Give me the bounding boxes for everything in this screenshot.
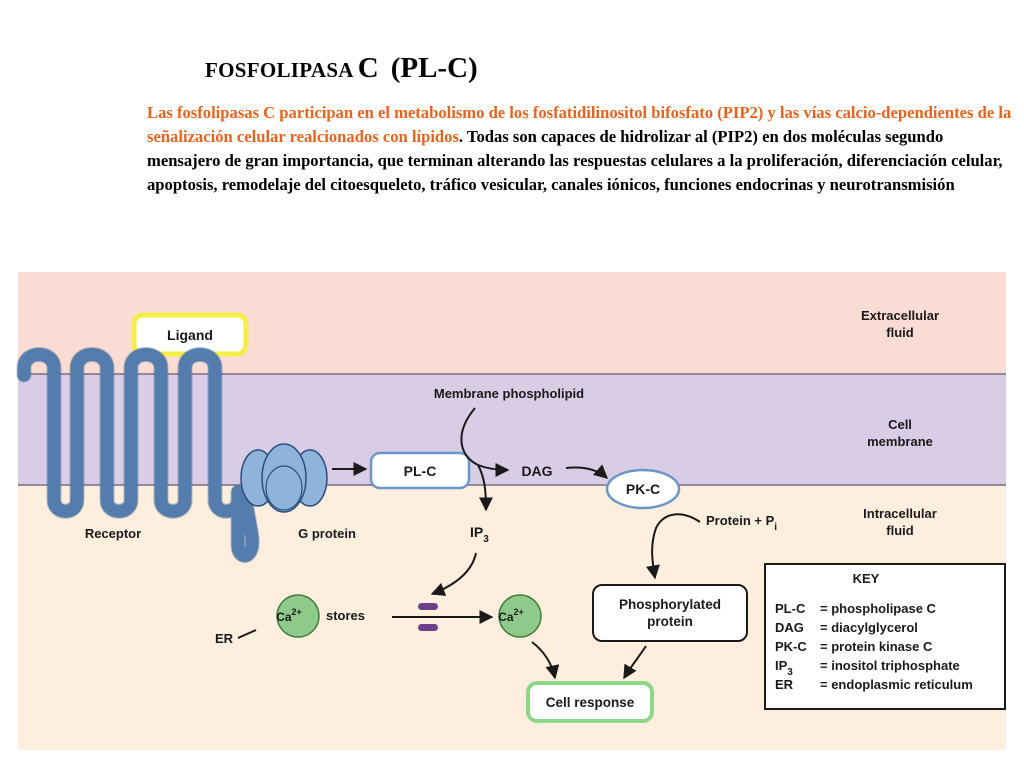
phosphorylated-label-1: Phosphorylated — [619, 597, 721, 612]
intracellular-label-2: fluid — [886, 523, 913, 538]
ca-stores-label: Ca2+ — [276, 607, 302, 624]
arrow-ip3-channel — [430, 552, 477, 596]
key-def-dag: = diacylglycerol — [820, 620, 918, 635]
key-abbr-er: ER — [775, 677, 794, 692]
pkc-ellipse — [605, 468, 681, 510]
intro-black-text: . Todas son capaces de hidrolizar al (PI… — [147, 127, 1003, 194]
plc-label: PL-C — [404, 463, 437, 479]
cell-response-box — [526, 681, 654, 723]
key-abbr-ip3: IP3 — [775, 658, 793, 678]
receptor-label: Receptor — [85, 526, 141, 541]
ca-cytosol-circle — [498, 594, 542, 638]
ligand-label: Ligand — [167, 327, 213, 343]
arrow-dag-pkc — [565, 464, 609, 479]
key-title: KEY — [853, 571, 880, 586]
er-pointer — [237, 629, 257, 639]
plc-box — [369, 451, 471, 490]
membrane-phospholipid-label: Membrane phospholipid — [434, 386, 584, 401]
membrane-label-1: Cell — [888, 417, 912, 432]
extracellular-label-1: Extracellular — [861, 308, 939, 323]
arrow-pkc-phosphorylated — [646, 513, 701, 580]
key-def-pkc: = protein kinase C — [820, 639, 933, 654]
phosphorylated-label-2: protein — [647, 614, 693, 629]
key-box — [764, 563, 1006, 710]
ca-channel-top-icon — [418, 603, 438, 610]
ca-cytosol-label: Ca2+ — [498, 607, 524, 624]
intro-paragraph: Las fosfolipasas C participan en el meta… — [147, 101, 1017, 197]
g-protein-label: G protein — [298, 526, 356, 541]
arrow-phospholipid-ip3 — [477, 464, 493, 512]
title-part-1: FOSFOLIPASA — [205, 58, 354, 82]
stores-label: stores — [326, 608, 365, 623]
key-def-plc: = phospholipase C — [820, 601, 937, 616]
er-label: ER — [215, 631, 234, 646]
intro-orange-text: Las fosfolipasas C participan en el meta… — [147, 103, 1012, 146]
pkc-label: PK-C — [626, 481, 660, 497]
key-def-er: = endoplasmic reticulum — [820, 677, 973, 692]
key-def-ip3: = inositol triphosphate — [820, 658, 960, 673]
ca-channel-bottom-icon — [418, 624, 438, 631]
key-entries: PL-C = phospholipase C DAG = diacylglyce… — [775, 601, 973, 692]
arrow-phospholipid-dag — [460, 407, 510, 477]
title-part-2: C — [357, 52, 379, 84]
protein-pi-label: Protein + Pi — [706, 513, 777, 533]
ca-stores-circle — [276, 594, 320, 638]
arrow-protein-response — [623, 645, 647, 680]
g-protein-icon — [240, 443, 328, 513]
page-title: FOSFOLIPASA C (PL-C) — [205, 52, 478, 85]
membrane-label-2: membrane — [867, 434, 933, 449]
ip3-label: IP3 — [470, 524, 489, 545]
dag-label: DAG — [521, 463, 552, 479]
receptor-icon — [16, 347, 260, 563]
phosphorylated-protein-box — [592, 584, 748, 642]
arrow-ca-response — [531, 641, 560, 680]
title-part-3: (PL-C) — [390, 52, 478, 84]
cell-response-label: Cell response — [546, 695, 635, 710]
extracellular-label-2: fluid — [886, 325, 913, 340]
key-abbr-pkc: PK-C — [775, 639, 807, 654]
key-abbr-dag: DAG — [775, 620, 804, 635]
intracellular-label-1: Intracellular — [863, 506, 937, 521]
key-abbr-plc: PL-C — [775, 601, 806, 616]
